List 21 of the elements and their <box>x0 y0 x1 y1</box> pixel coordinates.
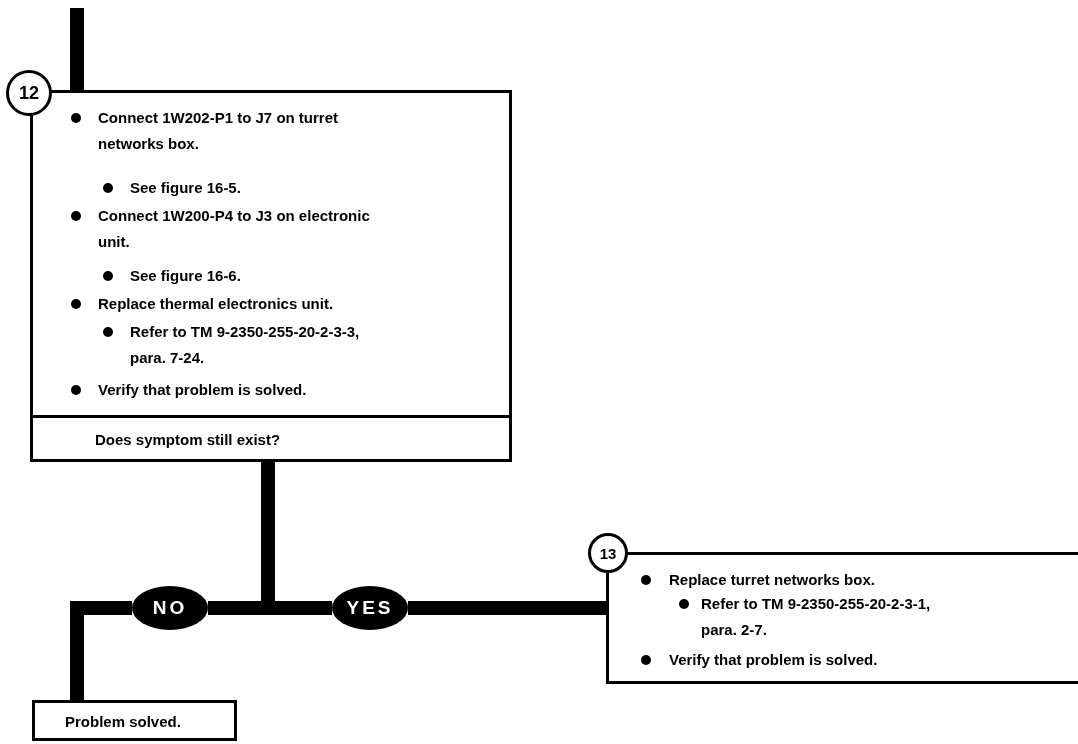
answer-label: NO <box>152 597 188 619</box>
reference-text: Refer to TM 9-2350-255-20-2-3-1, para. 2-7. <box>701 594 932 640</box>
step-box <box>32 700 237 741</box>
instruction-text: Connect 1W202-P1 to J7 on turret networks box. <box>98 108 340 154</box>
answer-label: YES <box>346 597 394 619</box>
reference-text: See figure 16-5. <box>130 178 241 198</box>
instruction-text: Verify that problem is solved. <box>98 380 307 400</box>
question-text: Does symptom still exist? <box>95 430 281 447</box>
instruction-text: Verify that problem is solved. <box>669 650 878 670</box>
connector-line <box>70 8 84 90</box>
connector-line <box>70 601 132 700</box>
step-box <box>30 415 512 462</box>
step-number-circle: 13 <box>588 533 628 573</box>
instruction-text: Replace turret networks box. <box>669 570 875 590</box>
instruction-text: Replace thermal electronics unit. <box>98 294 334 314</box>
step-number-circle: 12 <box>6 70 52 116</box>
reference-text: See figure 16-6. <box>130 266 241 286</box>
reference-text: Refer to TM 9-2350-255-20-2-3-3, para. 7-24. <box>130 322 361 368</box>
instruction-text: Connect 1W200-P4 to J3 on electronic unit. <box>98 206 371 252</box>
connector-line <box>408 601 606 615</box>
result-text: Problem solved. <box>65 712 181 729</box>
